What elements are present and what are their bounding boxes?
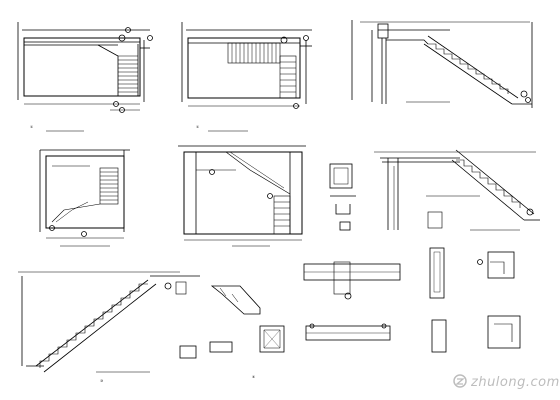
member-section-detail bbox=[329, 163, 356, 231]
svg-text:③: ③ bbox=[100, 379, 103, 383]
zhulong-logo-icon bbox=[453, 374, 467, 388]
stair-plan-1 bbox=[17, 22, 153, 132]
svg-text:①: ① bbox=[196, 125, 199, 129]
connection-details bbox=[179, 247, 521, 359]
svg-text:④: ④ bbox=[252, 375, 255, 379]
watermark: zhulong.com bbox=[452, 374, 559, 396]
stair-plan-4 bbox=[178, 145, 306, 247]
stair-flight-elevation-2 bbox=[374, 149, 540, 231]
stair-plan-3 bbox=[39, 149, 130, 247]
stair-flight-elevation-3 bbox=[18, 271, 200, 373]
stair-plan-2 bbox=[181, 22, 312, 132]
watermark-text: zhulong.com bbox=[471, 375, 560, 390]
svg-text:①: ① bbox=[30, 125, 33, 129]
stair-flight-elevation-1 bbox=[351, 20, 533, 108]
